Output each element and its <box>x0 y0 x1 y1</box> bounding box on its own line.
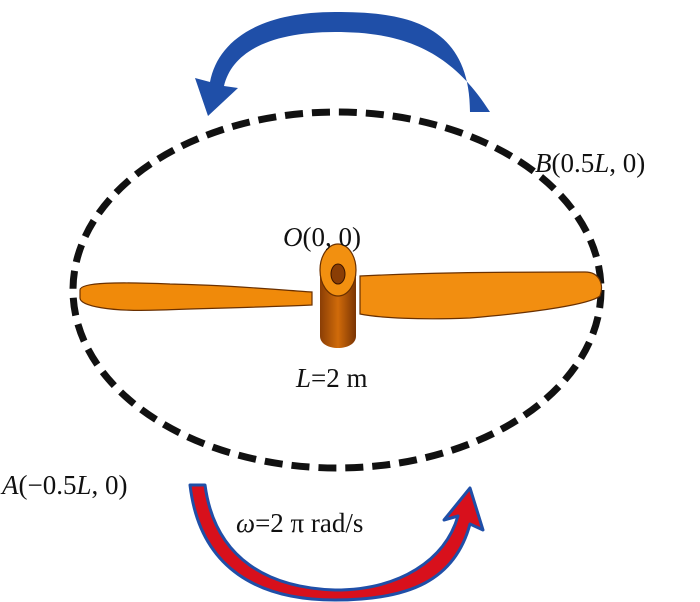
left-blade <box>79 282 313 311</box>
origin-label: O(0, 0) <box>283 222 361 253</box>
top-rotation-arrow <box>195 12 490 116</box>
point-b-close: , 0) <box>609 148 646 178</box>
hub-hole <box>330 263 346 285</box>
point-a-label: A(−0.5L, 0) <box>2 470 128 501</box>
omega-value: =2 π rad/s <box>255 508 364 538</box>
length-value: =2 m <box>311 363 368 393</box>
point-a-close: , 0) <box>91 470 128 500</box>
point-a-open: (−0.5 <box>18 470 77 500</box>
point-b-label: B(0.5L, 0) <box>535 148 645 179</box>
omega-var: ω <box>236 508 256 538</box>
length-var: L <box>296 363 312 393</box>
point-b-name: B <box>535 148 552 178</box>
right-blade <box>359 271 603 320</box>
point-b-var: L <box>594 148 610 178</box>
point-a-var: L <box>76 470 92 500</box>
origin-name: O <box>283 222 303 252</box>
origin-coords: (0, 0) <box>302 222 361 252</box>
propeller <box>79 243 603 348</box>
point-b-open: (0.5 <box>551 148 595 178</box>
point-a-name: A <box>2 470 19 500</box>
angular-velocity-label: ω=2 π rad/s <box>236 508 363 539</box>
bottom-rotation-arrow <box>188 483 485 602</box>
length-label: L=2 m <box>296 363 368 394</box>
